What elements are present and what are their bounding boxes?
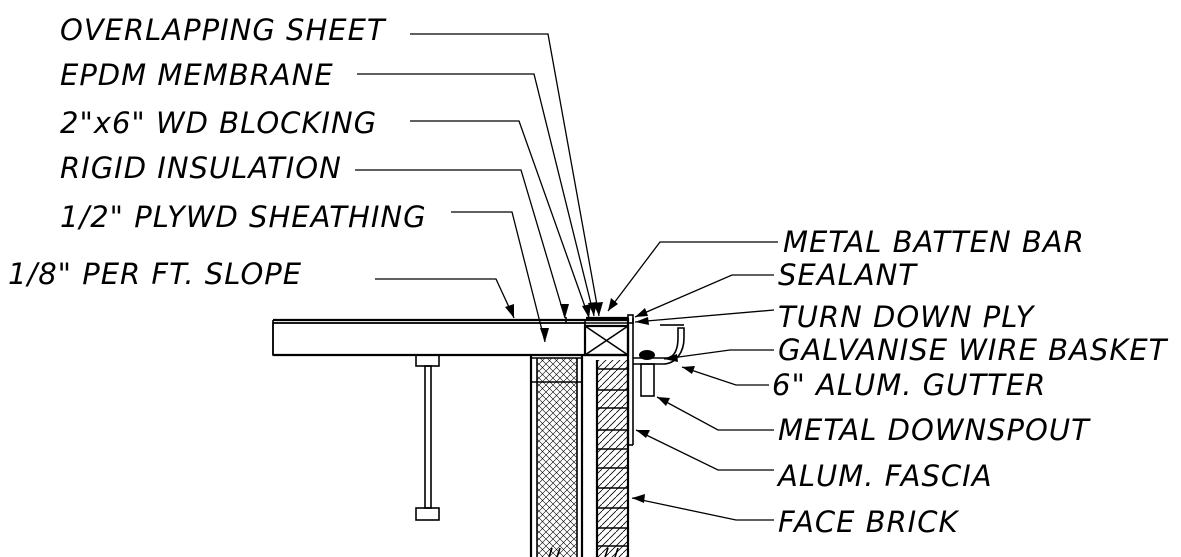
- wire-basket: [639, 350, 655, 360]
- gutter-assembly: [633, 324, 685, 397]
- downspout: [640, 363, 655, 397]
- right-leader-lines: [607, 241, 778, 521]
- face-brick: [595, 360, 630, 557]
- rigid-insulation-layer: [272, 322, 586, 356]
- roof-deck: [272, 317, 628, 357]
- label-fascia: ALUM. FASCIA: [776, 459, 993, 493]
- wood-blocking: [583, 319, 630, 357]
- batten-bar: [586, 314, 634, 324]
- label-epdm-membrane: EPDM MEMBRANE: [60, 58, 334, 92]
- stud-wall: [529, 355, 584, 557]
- arrowheads: [505, 298, 695, 503]
- label-wd-blocking: 2"x6" WD BLOCKING: [60, 106, 377, 140]
- label-downspout: METAL DOWNSPOUT: [778, 413, 1091, 447]
- steel-joist: [415, 354, 440, 521]
- label-slope: 1/8" PER FT. SLOPE: [8, 257, 302, 291]
- label-face-brick: FACE BRICK: [778, 505, 959, 539]
- label-wire-basket: GALVANISE WIRE BASKET: [778, 333, 1169, 367]
- label-sealant: SEALANT: [778, 258, 918, 292]
- label-gutter: 6" ALUM. GUTTER: [772, 368, 1046, 402]
- label-overlapping-sheet: OVERLAPPING SHEET: [60, 13, 387, 47]
- label-rigid-insulation: RIGID INSULATION: [60, 151, 342, 185]
- label-metal-batten-bar: METAL BATTEN BAR: [783, 225, 1085, 259]
- label-turn-down-ply: TURN DOWN PLY: [778, 300, 1036, 334]
- left-leader-lines: [355, 33, 600, 343]
- label-plywd-sheathing: 1/2" PLYWD SHEATHING: [60, 200, 427, 234]
- batt-insulation: [537, 358, 577, 557]
